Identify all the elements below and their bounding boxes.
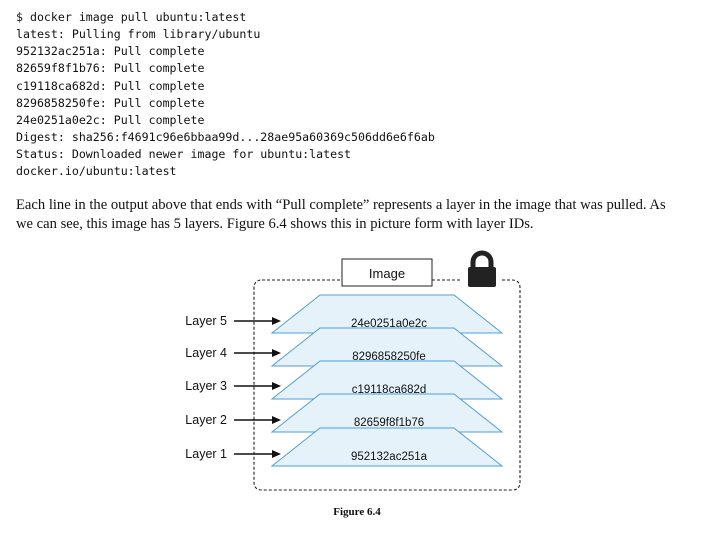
layer-id: c19118ca682d xyxy=(352,384,427,396)
arrowhead xyxy=(272,349,281,357)
figure-caption: Figure 6.4 xyxy=(333,506,381,518)
layer-slab: 8296858250fe xyxy=(270,327,504,367)
layer-label: Layer 3 xyxy=(185,379,227,393)
layer-label: Layer 2 xyxy=(185,413,227,427)
image-label: Image xyxy=(369,266,405,281)
layer-label: Layer 1 xyxy=(185,447,227,461)
layer-shape xyxy=(270,427,504,467)
layer-label: Layer 4 xyxy=(185,346,227,360)
layer-shape xyxy=(270,360,504,400)
terminal-line: latest: Pulling from library/ubuntu xyxy=(16,27,261,42)
terminal-line: Status: Downloaded newer image for ubunt… xyxy=(16,147,352,162)
layer-id: 82659f8f1b76 xyxy=(354,417,424,429)
padlock-icon xyxy=(462,250,502,288)
terminal-line: 82659f8f1b76: Pull complete xyxy=(16,61,205,76)
layer-id: 8296858250fe xyxy=(352,351,426,363)
terminal-line: 952132ac251a: Pull complete xyxy=(16,44,205,59)
paragraph-line: Each line in the output above that ends … xyxy=(16,197,666,213)
layer-slab: 952132ac251a xyxy=(270,427,504,467)
layer-shape xyxy=(270,327,504,367)
layer-shape xyxy=(270,393,504,433)
layers-group: 24e0251a0e2c 8296858250fe c19118ca682d 8265… xyxy=(270,294,504,467)
layer-label: Layer 5 xyxy=(185,314,227,328)
terminal-line: docker.io/ubuntu:latest xyxy=(16,164,177,179)
terminal-output: $ docker image pull ubuntu:latest latest… xyxy=(16,9,435,180)
arrowhead xyxy=(272,317,281,325)
arrowhead xyxy=(272,450,281,458)
terminal-line: c19118ca682d: Pull complete xyxy=(16,78,205,93)
layer-slab: 82659f8f1b76 xyxy=(270,393,504,433)
layer-slab: 24e0251a0e2c xyxy=(270,294,504,334)
layer-id: 952132ac251a xyxy=(351,451,428,463)
paragraph-line: we can see, this image has 5 layers. Fig… xyxy=(16,216,534,232)
layer-shape xyxy=(270,294,504,334)
body-paragraph: Each line in the output above that ends … xyxy=(16,196,700,234)
layer-slab: c19118ca682d xyxy=(270,360,504,400)
arrowhead xyxy=(272,416,281,424)
terminal-line: Digest: sha256:f4691c96e6bbaa99d...28ae9… xyxy=(16,129,435,144)
arrowhead xyxy=(272,382,281,390)
terminal-line: 24e0251a0e2c: Pull complete xyxy=(16,112,205,127)
terminal-line: 8296858250fe: Pull complete xyxy=(16,95,205,110)
terminal-line: $ docker image pull ubuntu:latest xyxy=(16,10,247,24)
arrows-group: Layer 5 Layer 4 Layer 3 Layer 2 Layer 1 xyxy=(185,314,281,461)
layer-id: 24e0251a0e2c xyxy=(351,318,427,330)
image-label-box xyxy=(341,258,433,287)
